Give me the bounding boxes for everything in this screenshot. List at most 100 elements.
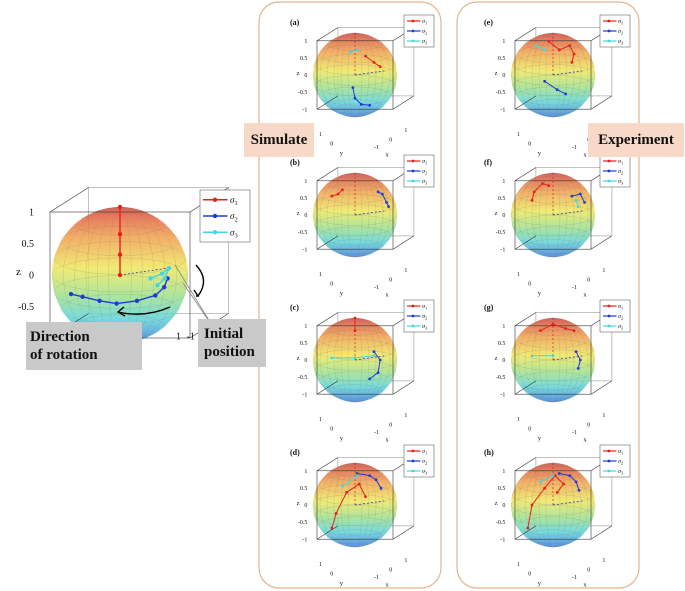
legend-subscript: 2 (425, 31, 427, 36)
trajectory-point-1 (547, 184, 551, 188)
z-tick-label: -1 (302, 247, 307, 253)
trajectory-point-2 (97, 298, 102, 304)
z-tick-label: 0.5 (22, 239, 35, 250)
y-tick-label: 0 (528, 141, 531, 147)
cube-edge (590, 380, 613, 395)
z-tick-label: 0.5 (498, 56, 506, 62)
z-tick-label: -1 (302, 107, 307, 113)
legend-subscript: 2 (234, 216, 237, 223)
cube-edge (316, 525, 339, 540)
cube-front-face (514, 180, 592, 250)
legend-entry-2: σ2 (422, 169, 427, 176)
initial-position-tag: Initial position (198, 319, 266, 367)
sphere-parallel (314, 360, 396, 381)
y-axis-label: y (538, 150, 542, 157)
cube-edge (590, 235, 613, 250)
trajectory-point-2 (385, 201, 388, 204)
legend-entry-1: σ1 (618, 19, 623, 26)
trajectory-point-2 (368, 474, 372, 477)
z-tick-label: -0.5 (496, 375, 506, 381)
initial-label-line1: Initial (204, 326, 244, 342)
legend-marker-1 (411, 19, 415, 23)
y-tick-label: 0 (528, 426, 531, 432)
cube-edge (316, 27, 339, 42)
trajectory-point-1 (334, 512, 338, 515)
x-axis-label: x (385, 582, 389, 589)
trajectory-point-2 (153, 293, 158, 298)
trajectory-point-1 (541, 182, 544, 185)
trajectory-point-1 (353, 316, 357, 320)
legend-entry-1: σ1 (422, 19, 427, 26)
trajectory-point-2 (376, 371, 380, 374)
trajectory-point-3 (551, 354, 555, 358)
trajectory-point-3 (539, 480, 542, 484)
z-tick-label: 0.5 (498, 341, 506, 347)
sphere-parallel (516, 226, 590, 246)
trajectory-point-3 (574, 198, 578, 202)
legend-marker-2 (607, 459, 611, 463)
cube-edge (514, 525, 537, 540)
cube-edge (392, 95, 415, 110)
trajectory-point-1 (572, 52, 576, 56)
x-tick-label: -1 (572, 575, 577, 581)
trajectory-point-1 (564, 327, 567, 330)
z-axis-label: z (495, 355, 498, 362)
z-tick-label: 1 (502, 39, 505, 45)
trajectory-point-2 (372, 350, 376, 353)
trajectory-point-1 (570, 61, 574, 64)
trajectory-line-3 (342, 475, 358, 487)
sphere-parallel (525, 529, 581, 544)
trajectory-point-2 (378, 358, 382, 362)
x-axis-dashed (354, 355, 385, 361)
trajectory-point-2 (376, 190, 380, 194)
trajectory-point-2 (368, 377, 372, 381)
z-tick-label: 0.5 (300, 341, 308, 347)
trajectory-point-1 (345, 491, 348, 494)
trajectory-line-3 (540, 475, 554, 483)
cube-front-face (514, 470, 592, 540)
x-axis-dashed (354, 500, 385, 506)
trajectory-point-2 (555, 88, 559, 92)
z-tick-label: -0.5 (18, 302, 34, 313)
x-axis-label: x (583, 152, 587, 159)
sphere-parallel (318, 371, 392, 391)
legend-subscript: 1 (621, 451, 623, 456)
y-tick-label: 1 (517, 417, 520, 423)
z-axis-label: z (495, 210, 498, 217)
legend-entry-3: σ3 (618, 469, 623, 476)
trajectory-point-1 (553, 474, 557, 477)
y-tick-label: 0 (330, 281, 333, 287)
trajectory-point-3 (530, 354, 534, 358)
legend-marker-1 (411, 304, 415, 308)
rotation-arrow-bottom (117, 306, 171, 315)
y-tick-label: 1 (319, 132, 322, 138)
trajectory-point-3 (341, 484, 344, 488)
x-tick-label: 1 (602, 268, 605, 274)
legend-subscript: 1 (621, 21, 623, 26)
z-tick-label: 0.5 (300, 56, 308, 62)
sphere-parallel (314, 505, 396, 526)
legend-entry-3: σ3 (422, 469, 427, 476)
trajectory-point-1 (526, 526, 530, 530)
panel-letter: (b) (290, 158, 300, 167)
trajectory-point-3 (355, 474, 359, 477)
cube-front-face (316, 180, 394, 250)
x-tick-label: -1 (374, 430, 379, 436)
trajectory-line-3 (535, 45, 545, 51)
legend-entry-2: σ2 (618, 29, 623, 36)
legend-subscript: 3 (425, 41, 427, 46)
z-tick-label: 1 (304, 469, 307, 475)
trajectory-point-1 (336, 192, 340, 196)
x-tick-label: -1 (374, 145, 379, 151)
legend-marker-1 (411, 159, 415, 163)
legend-subscript: 1 (425, 451, 427, 456)
legend-subscript: 1 (621, 306, 623, 311)
trajectory-point-1 (353, 329, 357, 332)
z-tick-label: -1 (500, 392, 505, 398)
z-axis-label: z (297, 70, 300, 77)
legend-entry-2: σ2 (618, 314, 623, 321)
